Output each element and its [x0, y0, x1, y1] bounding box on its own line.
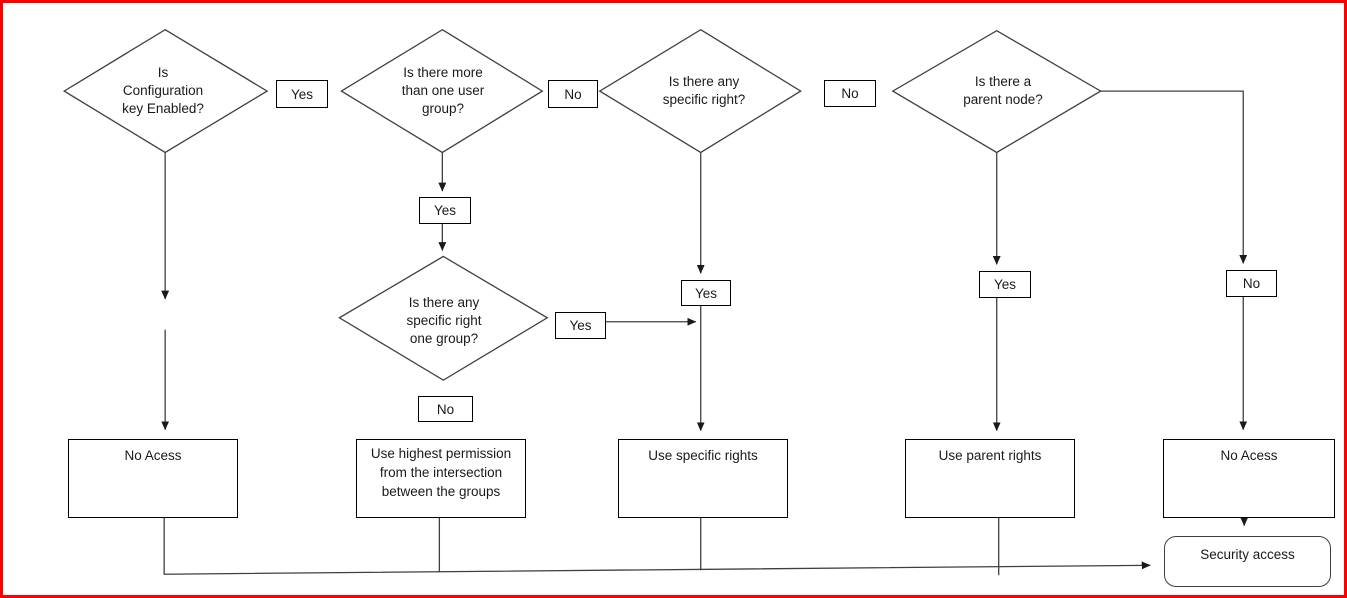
result-no-access-left: No Acess [68, 439, 238, 518]
decision-specific-right-label: Is there any specific right? [662, 74, 746, 107]
branch-no-one-group: No [418, 396, 473, 422]
branch-yes-multi-group: Yes [419, 197, 471, 224]
result-highest-permission: Use highest permission from the intersec… [356, 439, 526, 518]
terminator-security-access: Security access [1164, 536, 1331, 587]
result-no-access-right: No Acess [1163, 439, 1335, 518]
decision-parent-node-label: Is there a parent node? [963, 74, 1043, 107]
arrow-parentnode-no-elbow [1100, 90, 1248, 264]
branch-yes-one-group: Yes [555, 312, 606, 339]
flow-connectors [62, 28, 1249, 576]
result-use-parent-rights: Use parent rights [905, 439, 1075, 518]
branch-no-parent-node: No [1226, 270, 1277, 297]
decision-multi-group-label: Is there more than one user group? [401, 65, 485, 116]
decision-specific-right-one-group-label: Is there any specific right one group? [406, 295, 482, 346]
branch-no-multi-group: No [548, 80, 598, 108]
branch-no-specific-right: No [824, 80, 876, 107]
collector-line [163, 513, 1151, 575]
result-use-specific-rights: Use specific rights [618, 439, 788, 518]
decision-specific-right-one-group-shape [338, 255, 549, 381]
branch-yes-config: Yes [276, 80, 328, 108]
branch-yes-specific-right: Yes [681, 280, 731, 306]
decision-config-key-label: Is Configuration key Enabled? [122, 65, 204, 116]
branch-yes-parent-node: Yes [979, 271, 1031, 298]
